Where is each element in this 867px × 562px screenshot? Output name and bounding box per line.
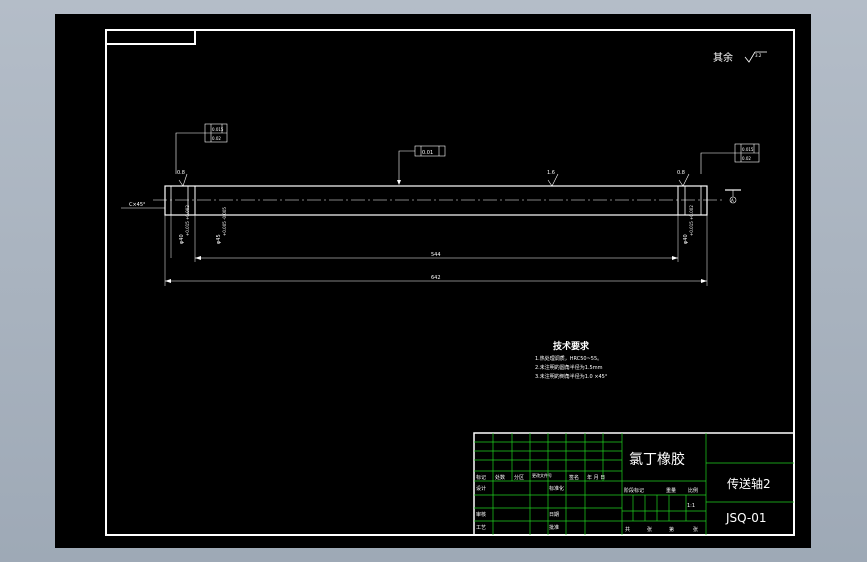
title-block-sheet: 张 (693, 526, 698, 533)
diameter-mid-tol: +0.005 -0.005 (222, 207, 227, 236)
tech-requirement-item: 2.未注明的圆角半径为1.5mm (535, 364, 603, 371)
surface-mark-center-icon: 1.6 (547, 170, 559, 187)
title-block-label: 比例 (688, 487, 698, 494)
drawing-sheet[interactable]: 其余 3.2 C×45° (55, 14, 811, 548)
svg-text:642: 642 (431, 275, 441, 281)
title-block-label: 日期 (549, 512, 559, 518)
title-block-scale: 1:1 (687, 503, 695, 509)
title-block-label: 工艺 (476, 525, 486, 531)
title-block-label: 处数 (495, 474, 505, 481)
title-block-label: 年 月 日 (587, 474, 605, 481)
title-block-label: 分区 (514, 474, 524, 481)
datum-a-symbol: A (725, 189, 741, 204)
technical-drawing: 其余 3.2 C×45° (105, 29, 795, 536)
right-tolerance-frame: 0.015 0.02 (700, 143, 760, 174)
title-block-label: 更改文件号 (532, 472, 552, 478)
title-block-label: 签名 (569, 474, 579, 481)
title-block-part-name: 传送轴2 (727, 476, 771, 491)
title-block-sheet: 共 (625, 526, 630, 533)
title-block: 氯丁橡胶 传送轴2 JSQ-01 标记 处数 分区 更改文件号 签名 年 月 日… (473, 432, 795, 536)
diameter-left-label: φ40 (179, 234, 185, 244)
title-block-label: 阶段标记 (624, 487, 644, 494)
inner-border (105, 29, 795, 536)
tech-requirement-item: 1.热处理调质，HRC50~55。 (535, 355, 602, 362)
roughness-note-value: 3.2 (755, 53, 762, 58)
surface-mark-right-icon: 0.8 (677, 170, 690, 187)
dimension-overall-length: 642 (165, 275, 707, 283)
diameter-right-label: φ40 (683, 234, 689, 244)
left-tolerance-frame: 0.015 0.02 (175, 123, 228, 174)
svg-text:0.8: 0.8 (677, 170, 685, 176)
diameter-left-tol: +0.015 +0.002 (185, 205, 190, 236)
title-block-sheet: 张 (647, 526, 652, 533)
title-block-drawing-no: JSQ-01 (725, 511, 767, 525)
svg-text:0.01: 0.01 (422, 150, 433, 156)
diameter-mid-label: φ45 (216, 234, 222, 244)
svg-text:0.015: 0.015 (742, 147, 754, 152)
surface-mark-left-icon: 0.8 (177, 170, 188, 187)
svg-text:544: 544 (431, 252, 441, 258)
title-block-label: 标准化 (549, 485, 564, 492)
svg-text:0.02: 0.02 (742, 156, 751, 161)
svg-text:1.6: 1.6 (547, 170, 555, 176)
corner-reference-box (106, 30, 196, 45)
title-block-label: 设计 (476, 485, 486, 492)
title-block-label: 重量 (666, 487, 676, 494)
chamfer-label: C×45° (129, 202, 146, 208)
svg-text:0.015: 0.015 (212, 127, 224, 132)
tech-requirements-title: 技术要求 (553, 340, 590, 352)
dimension-inner-length: 544 (195, 252, 678, 260)
extension-lines (164, 215, 708, 286)
svg-text:0.8: 0.8 (177, 170, 185, 176)
title-block-sheet: 第 (669, 526, 674, 533)
roughness-note-label: 其余 (713, 51, 733, 64)
roughness-symbol-icon (744, 51, 767, 63)
svg-text:A: A (731, 198, 734, 203)
title-block-material: 氯丁橡胶 (629, 451, 685, 468)
center-tolerance-frame: 0.01 (397, 145, 446, 185)
diameter-right-tol: +0.015 +0.002 (689, 205, 694, 236)
title-block-label: 审核 (476, 511, 486, 518)
tech-requirement-item: 3.未注明的倒角半径为1.0 ×45° (535, 373, 608, 380)
svg-text:0.02: 0.02 (212, 136, 221, 141)
title-block-label: 批准 (549, 524, 559, 531)
shaft-body (153, 185, 723, 216)
title-block-label: 标记 (476, 474, 486, 481)
